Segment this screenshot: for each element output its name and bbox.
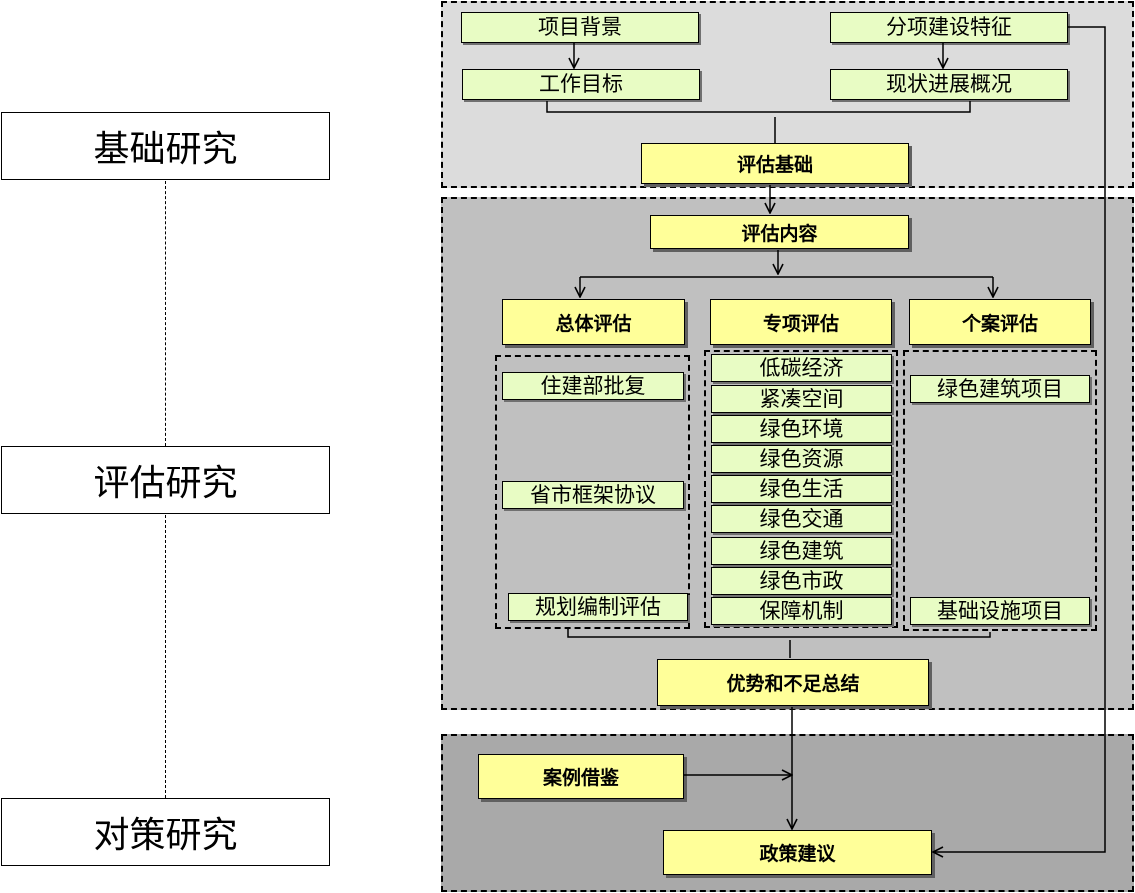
node-case-reference: 案例借鉴 [478, 754, 684, 799]
node-case-evaluation: 个案评估 [909, 299, 1091, 345]
stage-connector-1 [165, 181, 166, 446]
node-special-item: 绿色交通 [711, 505, 892, 533]
node-special-item: 紧凑空间 [711, 385, 892, 413]
node-overall-item: 规划编制评估 [508, 593, 688, 621]
stage-strategy-research: 对策研究 [1, 798, 330, 866]
node-evaluation-foundation: 评估基础 [641, 143, 909, 184]
node-special-item: 保障机制 [711, 597, 892, 625]
stage-basic-research: 基础研究 [1, 112, 330, 180]
node-summary: 优势和不足总结 [657, 659, 929, 706]
node-construction-features: 分项建设特征 [830, 12, 1068, 43]
node-evaluation-content: 评估内容 [650, 215, 909, 249]
stage-connector-2 [165, 515, 166, 798]
node-special-evaluation: 专项评估 [710, 299, 892, 345]
node-policy-advice: 政策建议 [663, 830, 932, 875]
node-special-item: 绿色生活 [711, 475, 892, 503]
node-special-item: 绿色资源 [711, 445, 892, 473]
node-overall-item: 住建部批复 [502, 372, 684, 400]
node-overall-item: 省市框架协议 [502, 481, 684, 509]
node-case-item: 绿色建筑项目 [910, 375, 1090, 403]
node-current-status: 现状进展概况 [830, 69, 1068, 100]
node-special-item: 绿色环境 [711, 415, 892, 443]
stage-evaluation-research: 评估研究 [1, 446, 330, 514]
node-special-item: 低碳经济 [711, 354, 892, 382]
node-work-goal: 工作目标 [462, 69, 700, 100]
node-case-item: 基础设施项目 [910, 597, 1090, 625]
node-project-background: 项目背景 [461, 12, 699, 43]
group-special-evaluation [704, 350, 898, 628]
group-overall-evaluation [495, 355, 690, 629]
node-special-item: 绿色市政 [711, 567, 892, 595]
node-special-item: 绿色建筑 [711, 537, 892, 565]
node-overall-evaluation: 总体评估 [502, 299, 685, 345]
